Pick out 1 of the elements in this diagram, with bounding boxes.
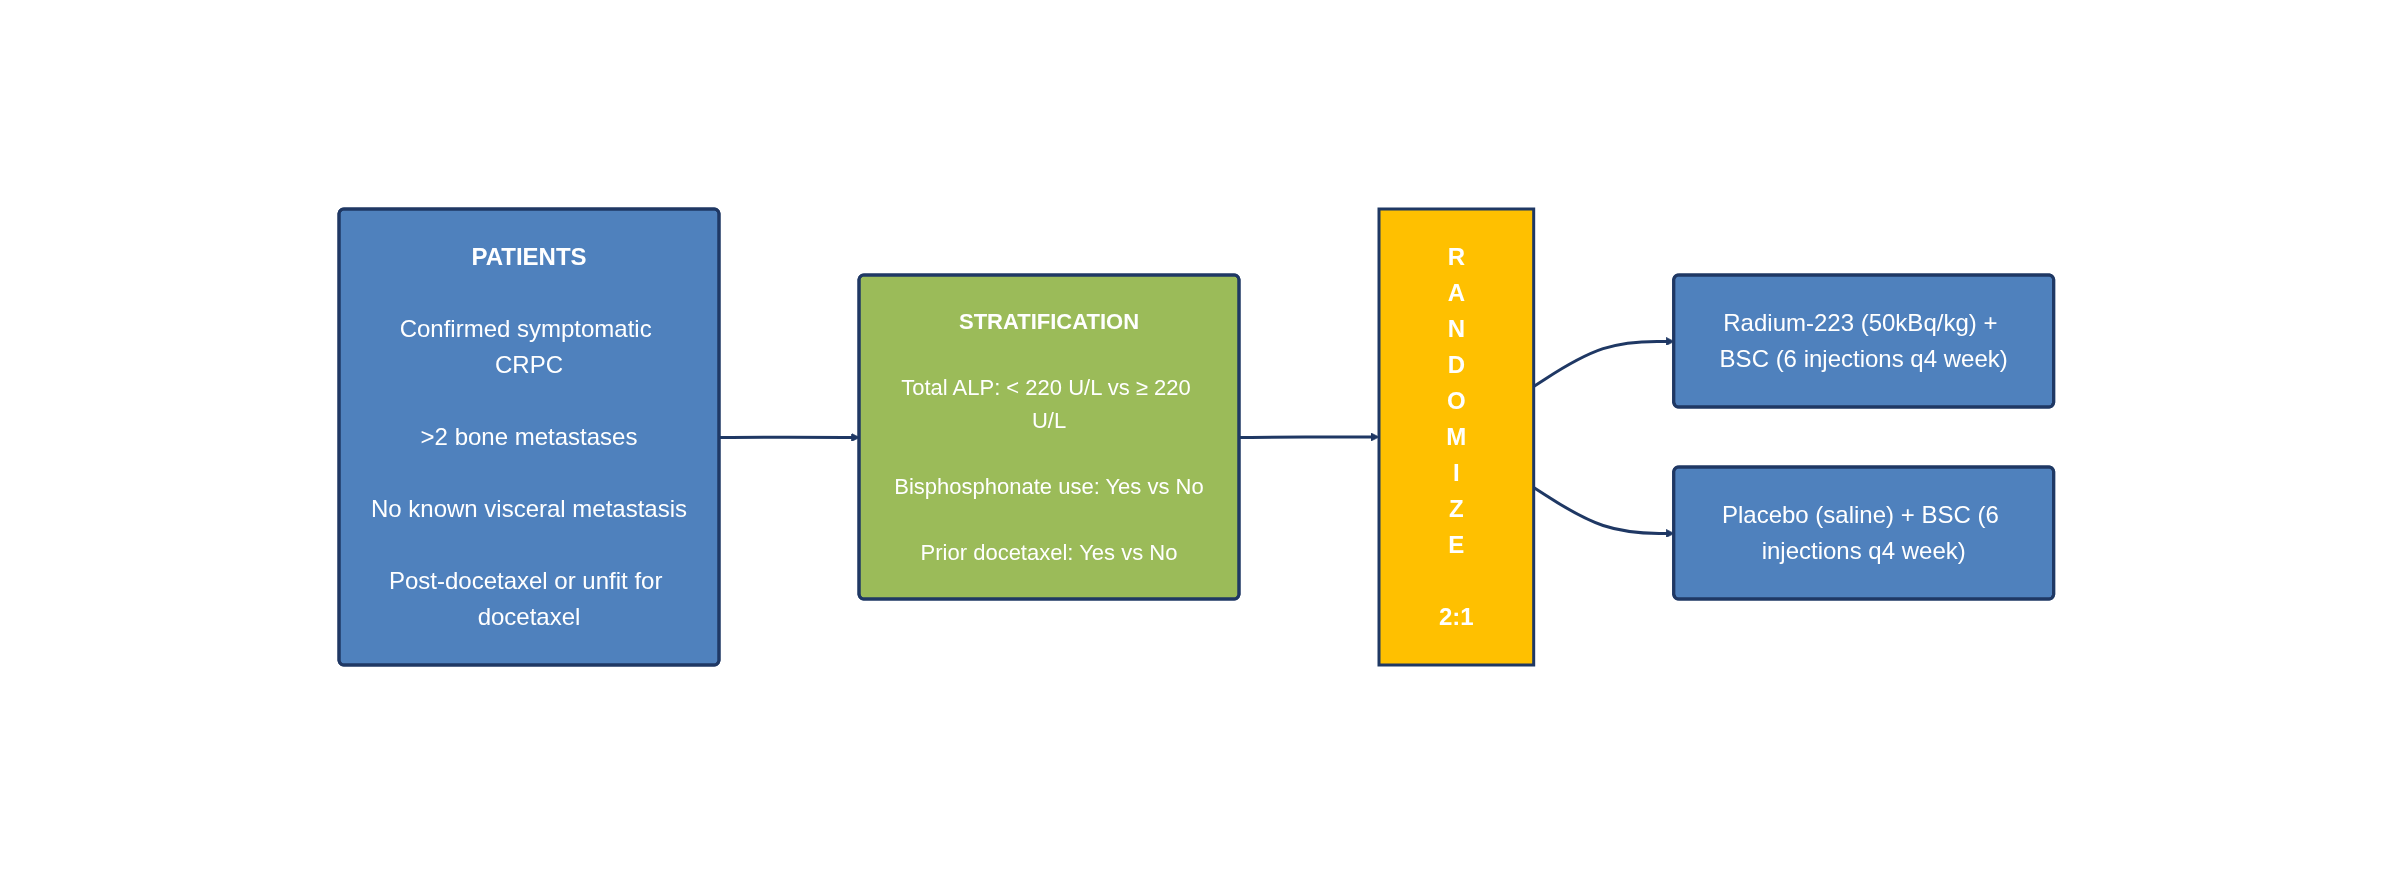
node-box: RANDOMIZE 2:1	[1377, 207, 1535, 666]
